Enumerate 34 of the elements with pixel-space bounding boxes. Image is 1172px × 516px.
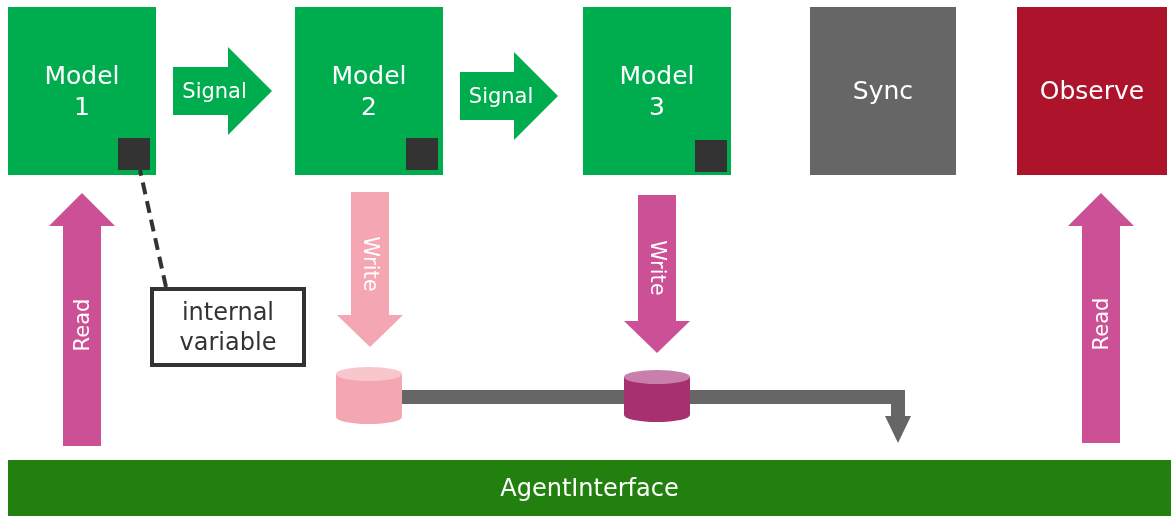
observe-box bbox=[1017, 7, 1167, 175]
box-label: Model 2 bbox=[330, 59, 408, 123]
block-arrow bbox=[624, 195, 690, 353]
box-label: Observe bbox=[1039, 75, 1145, 107]
block-arrow bbox=[1068, 193, 1134, 443]
variable-square bbox=[406, 138, 438, 170]
arrow-label: Read bbox=[69, 298, 94, 352]
block-arrow bbox=[460, 52, 558, 140]
block-arrow bbox=[49, 193, 115, 446]
arrow-label: Write bbox=[358, 236, 383, 292]
variable-square bbox=[118, 138, 150, 170]
interface-bar bbox=[8, 460, 1171, 516]
arrow-label: Read bbox=[1088, 297, 1113, 351]
model-box bbox=[8, 7, 156, 175]
callout-box bbox=[150, 287, 306, 367]
sync-box bbox=[810, 7, 956, 175]
arrow-label: Signal bbox=[468, 84, 534, 108]
box-label: AgentInterface bbox=[500, 473, 679, 503]
arrow-label: Write bbox=[645, 240, 670, 297]
box-label: Sync bbox=[852, 75, 914, 107]
block-arrow bbox=[337, 192, 403, 347]
block-arrow bbox=[173, 47, 272, 135]
pipe-arrow bbox=[690, 390, 911, 443]
database-cylinder bbox=[624, 370, 690, 422]
arrow-label: Signal bbox=[182, 79, 247, 103]
box-label: internal variable bbox=[178, 297, 278, 357]
model-box bbox=[583, 7, 731, 175]
pipe-line bbox=[402, 390, 624, 404]
box-label: Model 3 bbox=[618, 59, 696, 123]
model-box bbox=[295, 7, 443, 175]
variable-square bbox=[695, 140, 727, 172]
database-cylinder bbox=[336, 367, 402, 424]
box-label: Model 1 bbox=[43, 59, 121, 123]
leader-line bbox=[138, 169, 168, 288]
